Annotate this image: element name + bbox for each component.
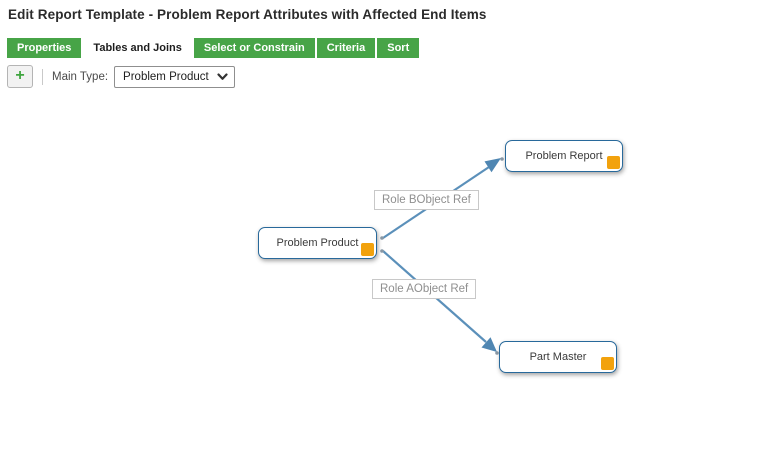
main-type-label: Main Type:: [52, 70, 109, 83]
tab-bar: Properties Tables and Joins Select or Co…: [7, 38, 421, 58]
tab-sort[interactable]: Sort: [377, 38, 420, 58]
node-handle-orange[interactable]: [361, 243, 374, 256]
edges-layer: [380, 157, 504, 355]
edge-label-role-bobject-ref[interactable]: Role BObject Ref: [374, 190, 479, 210]
toolbar: + Main Type: Problem Product: [7, 64, 235, 89]
plus-icon: +: [15, 66, 25, 84]
node-problem-report[interactable]: Problem Report: [505, 140, 623, 172]
connector-dot: [495, 351, 499, 355]
edge-role-aobject-ref[interactable]: [382, 250, 497, 352]
connector-dot: [500, 157, 504, 161]
chevron-down-icon: [217, 72, 228, 80]
node-handle-orange[interactable]: [607, 156, 620, 169]
node-handle-orange[interactable]: [601, 357, 614, 370]
node-problem-product[interactable]: Problem Product: [258, 227, 377, 259]
node-label: Part Master: [529, 351, 587, 363]
main-type-value: Problem Product: [123, 70, 209, 83]
edge-label-role-aobject-ref[interactable]: Role AObject Ref: [372, 279, 477, 299]
node-label: Problem Report: [525, 150, 603, 162]
arrowhead-icon: [484, 158, 501, 173]
tab-criteria[interactable]: Criteria: [316, 38, 376, 58]
connector-dot: [380, 236, 384, 240]
diagram-canvas[interactable]: Problem Report Problem Product Part Mast…: [0, 92, 782, 449]
arrowhead-icon: [481, 337, 497, 352]
main-type-select[interactable]: Problem Product: [114, 65, 235, 88]
add-table-button[interactable]: +: [7, 65, 33, 88]
connector-dot: [380, 249, 384, 253]
tab-properties[interactable]: Properties: [7, 38, 82, 58]
tab-select-or-constrain[interactable]: Select or Constrain: [193, 38, 315, 58]
node-part-master[interactable]: Part Master: [499, 341, 617, 373]
node-label: Problem Product: [276, 237, 359, 249]
tab-tables-and-joins[interactable]: Tables and Joins: [83, 38, 192, 58]
toolbar-divider: [42, 68, 43, 85]
page-title: Edit Report Template - Problem Report At…: [8, 7, 487, 22]
